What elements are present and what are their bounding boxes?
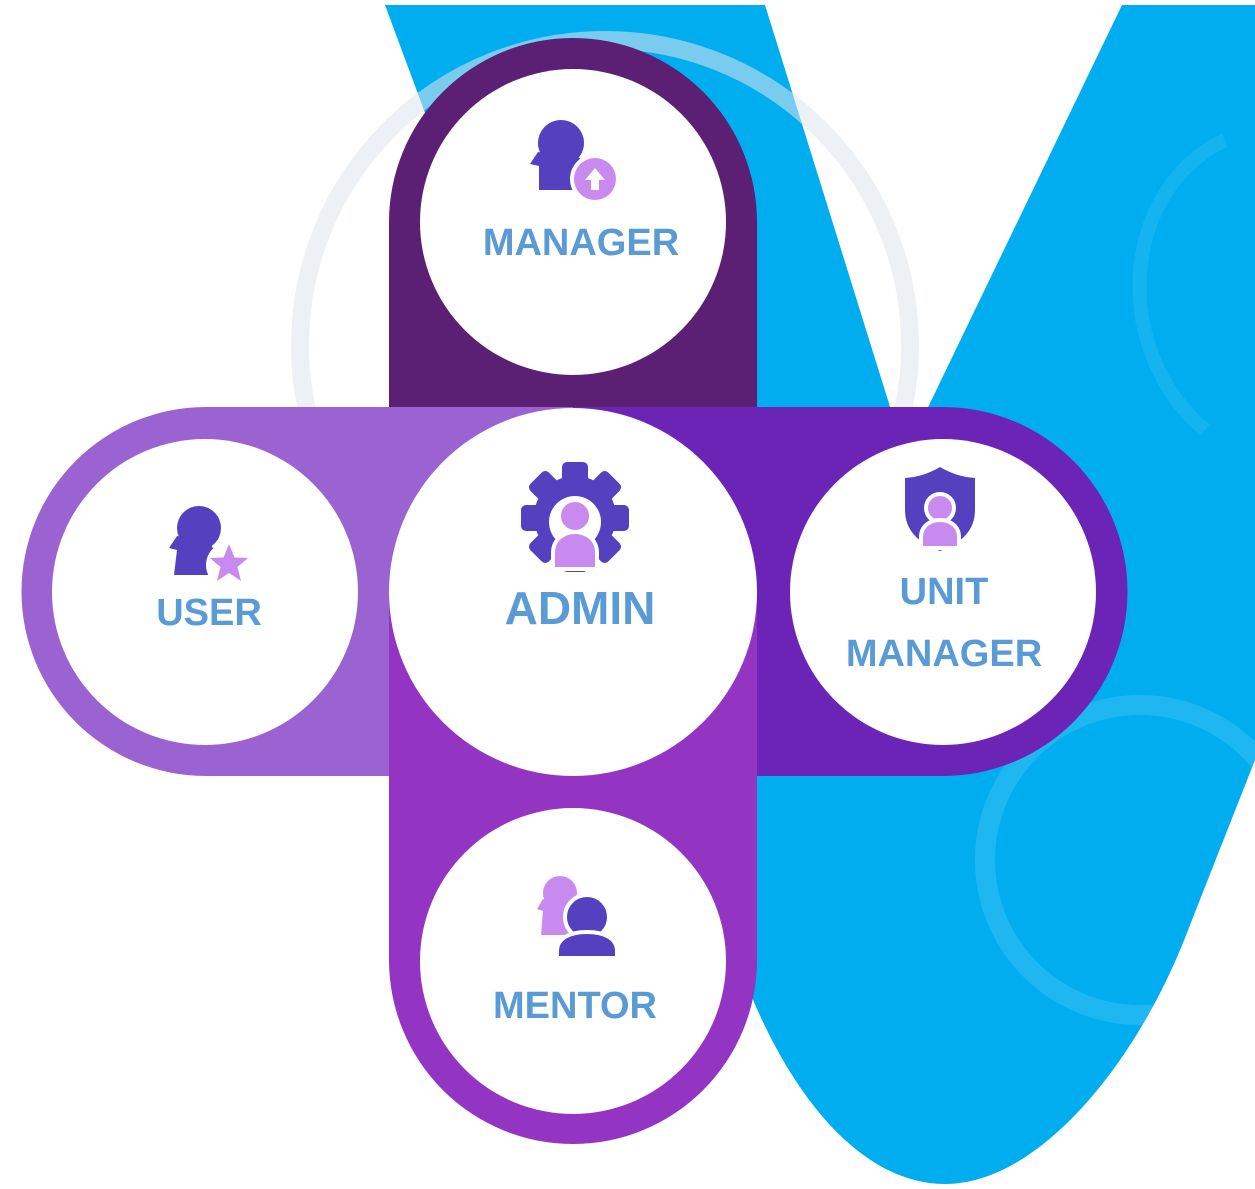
manager-node[interactable]: MANAGER (420, 69, 726, 375)
mentor-circle (420, 808, 726, 1114)
admin-circle (389, 408, 757, 776)
unit-manager-label-line2: MANAGER (846, 633, 1042, 675)
manager-circle (420, 69, 726, 375)
user-label: USER (156, 592, 262, 634)
unit-manager-label-line1: UNIT (900, 571, 989, 613)
admin-node[interactable]: ADMIN (389, 408, 757, 776)
unit-manager-node[interactable]: UNIT MANAGER (790, 439, 1096, 745)
admin-label: ADMIN (505, 582, 656, 634)
user-node[interactable]: USER (52, 439, 358, 745)
user-star-icon (169, 506, 252, 588)
faint-arc-top-right (1132, 133, 1229, 436)
mentor-node[interactable]: MENTOR (420, 808, 726, 1114)
user-upload-icon (530, 120, 620, 204)
shield-user-icon (905, 467, 975, 551)
users-icon (537, 876, 619, 960)
unit-manager-circle (790, 439, 1096, 745)
mentor-label: MENTOR (493, 985, 657, 1027)
faint-ring-right (975, 695, 1255, 1025)
manager-label: MANAGER (483, 222, 679, 264)
gear-user-icon (521, 462, 629, 572)
user-circle (52, 439, 358, 745)
star-shape (210, 544, 248, 581)
